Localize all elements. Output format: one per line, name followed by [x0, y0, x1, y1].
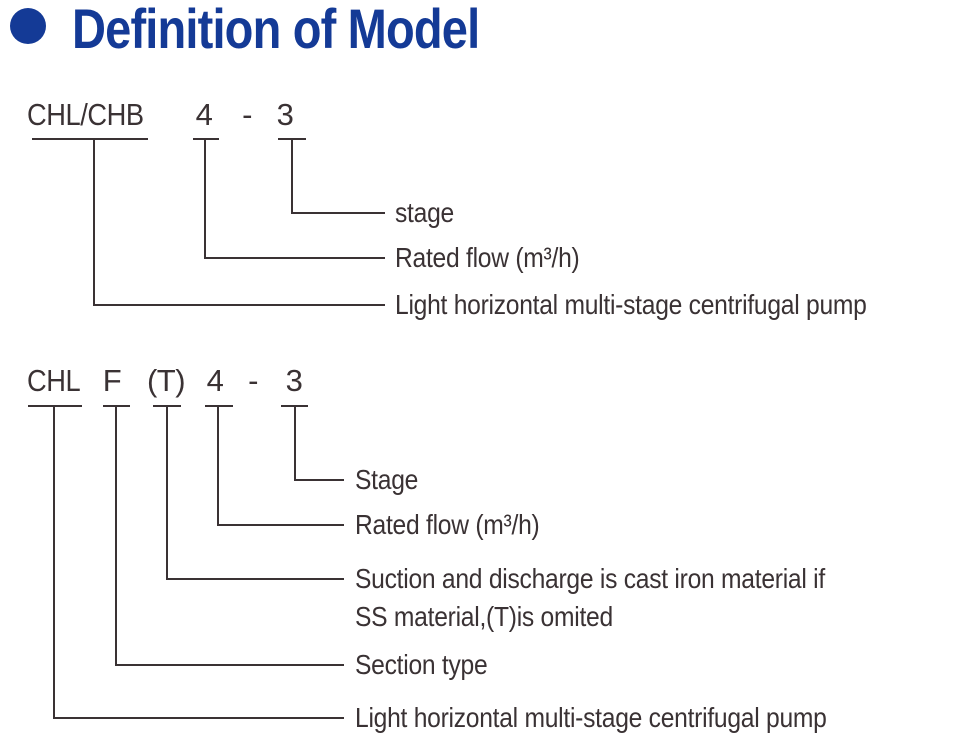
model-code-series: CHL — [27, 363, 81, 398]
page-title: Definition of Model — [72, 0, 480, 60]
label-pump-type: Light horizontal multi-stage centrifugal… — [355, 702, 827, 733]
model-code-dash: - — [248, 363, 258, 398]
label-rated-flow: Rated flow (m³/h) — [355, 509, 540, 540]
underline-flow — [193, 138, 219, 140]
model-code-series: CHL/CHB — [27, 97, 144, 132]
leader-horizontal-section — [115, 664, 344, 666]
label-rated-flow: Rated flow (m³/h) — [395, 242, 580, 273]
label-stage: stage — [395, 197, 454, 228]
leader-horizontal-series — [53, 717, 344, 719]
label-material: Suction and discharge is cast iron mater… — [355, 563, 825, 632]
leader-horizontal-series — [93, 304, 385, 306]
underline-series — [28, 405, 82, 407]
label-stage: Stage — [355, 464, 419, 495]
leader-vertical-series — [53, 405, 55, 719]
model-code-stage: 3 — [276, 97, 294, 132]
bullet-circle-icon — [10, 8, 46, 44]
leader-horizontal-stage — [294, 479, 344, 481]
leader-horizontal-flow — [204, 257, 385, 259]
leader-vertical-material — [166, 405, 168, 580]
leader-vertical-flow — [217, 405, 219, 526]
model-code-flow: 4 — [195, 97, 213, 132]
model-code-flow: 4 — [206, 363, 224, 398]
label-pump-type: Light horizontal multi-stage centrifugal… — [395, 289, 867, 320]
underline-flow — [205, 405, 233, 407]
leader-horizontal-stage — [291, 212, 385, 214]
underline-series — [32, 138, 148, 140]
model-code-section: F — [102, 363, 122, 398]
leader-horizontal-material — [166, 578, 344, 580]
leader-vertical-stage — [291, 138, 293, 214]
model-code-material: (T) — [146, 363, 186, 398]
leader-vertical-section — [115, 405, 117, 666]
leader-vertical-stage — [294, 405, 296, 481]
label-section-type: Section type — [355, 649, 488, 680]
model-code-dash: - — [242, 97, 252, 132]
leader-vertical-series — [93, 138, 95, 306]
leader-vertical-flow — [204, 138, 206, 259]
model-code-stage: 3 — [285, 363, 303, 398]
leader-horizontal-flow — [217, 524, 344, 526]
